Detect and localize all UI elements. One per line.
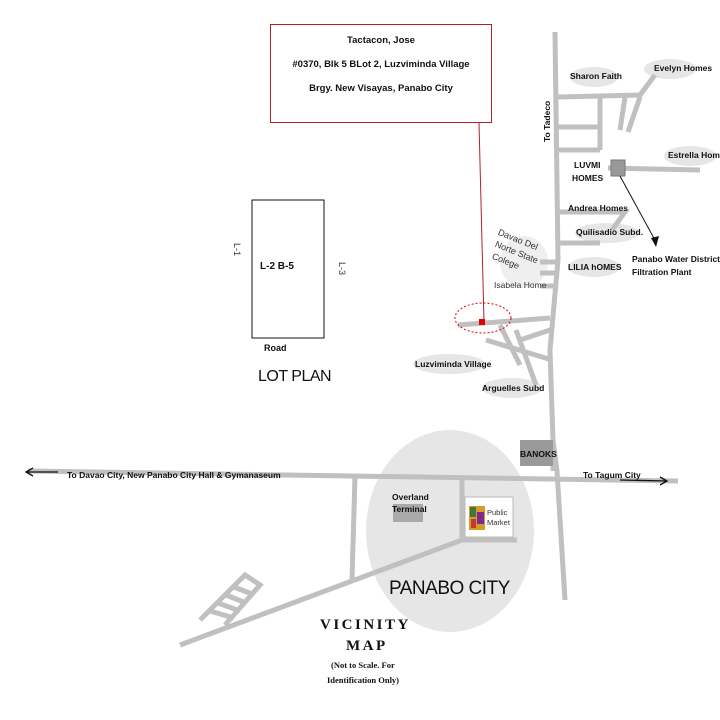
sharon-faith-label: Sharon Faith xyxy=(570,71,622,81)
to-tagum-label: To Tagum City xyxy=(583,470,641,480)
evelyn-homes-label: Evelyn Homes xyxy=(654,63,713,73)
scale-note-1: (Not to Scale. For xyxy=(331,660,395,670)
water-district-pointer xyxy=(619,175,657,243)
evelyn-homes-bubble xyxy=(644,59,696,79)
owner-name: Tactacon, Jose xyxy=(347,35,415,46)
owner-callout-line xyxy=(478,122,485,323)
water-district-label-2: Filtration Plant xyxy=(632,267,692,277)
banoks-building xyxy=(520,440,553,466)
arguelles-subd-label: Arguelles Subd xyxy=(482,383,545,393)
estrella-home-bubble xyxy=(664,146,716,166)
overland-terminal-label-1: Overland xyxy=(392,492,429,502)
road-label: Road xyxy=(264,343,287,353)
quilisadio-bubble xyxy=(575,223,639,243)
overland-terminal-building xyxy=(393,504,423,522)
map-title: MAP xyxy=(346,638,388,654)
estrella-home-label: Estrella Home xyxy=(668,150,720,160)
luvmi-homes-label-1: LUVMI xyxy=(574,160,601,170)
lot-plan-title: LOT PLAN xyxy=(258,368,332,385)
owner-info-box: Tactacon, Jose #0370, Blk 5 BLot 2, Luzv… xyxy=(270,24,492,123)
road-network xyxy=(27,31,701,648)
luzviminda-village-label: Luzviminda Village xyxy=(415,359,492,369)
scale-note-2: Identification Only) xyxy=(327,675,400,685)
lilia-homes-bubble xyxy=(568,257,620,277)
to-davao-label: To Davao City, New Panabo City Hall & Gy… xyxy=(67,470,281,480)
lot-right-label: L-3 xyxy=(337,262,347,276)
public-market-label-2: Market xyxy=(487,518,510,527)
owner-address: #0370, Blk 5 BLot 2, Luzviminda Village xyxy=(292,59,470,70)
andrea-homes-label: Andrea Homes xyxy=(568,203,628,213)
public-market-logo xyxy=(469,506,485,530)
arguelles-bubble xyxy=(482,378,542,398)
overland-terminal-label-2: Terminal xyxy=(392,504,427,514)
lot-label: L-2 B-5 xyxy=(260,261,294,272)
highway-arrows xyxy=(24,467,669,486)
isabela-home-label: Isabela Home xyxy=(494,280,547,290)
water-district-arrowhead xyxy=(651,236,659,247)
lot-l2-b5-outline xyxy=(251,199,325,339)
water-district-label-1: Panabo Water District xyxy=(632,254,720,264)
to-tadeco-label: To Tadeco xyxy=(542,100,552,142)
lilia-homes-label: LILIA hOMES xyxy=(568,262,622,272)
owner-barangay: Brgy. New Visayas, Panabo City xyxy=(309,83,453,94)
luzviminda-bubble xyxy=(413,354,485,374)
site-circle xyxy=(454,302,512,334)
sharon-faith-bubble xyxy=(570,67,618,87)
water-district-building xyxy=(610,159,626,177)
panabo-city-label: PANABO CITY xyxy=(389,578,510,599)
lot-left-label: L-1 xyxy=(232,243,242,257)
vicinity-title: VICINITY xyxy=(320,617,411,633)
public-market-label-1: Public xyxy=(487,508,508,517)
college-bubble xyxy=(500,236,548,288)
site-marker xyxy=(479,319,485,325)
quilisadio-label: Quilisadio Subd. xyxy=(576,227,644,237)
banoks-label: BANOKS xyxy=(520,449,557,459)
luvmi-homes-label-2: HOMES xyxy=(572,173,604,183)
